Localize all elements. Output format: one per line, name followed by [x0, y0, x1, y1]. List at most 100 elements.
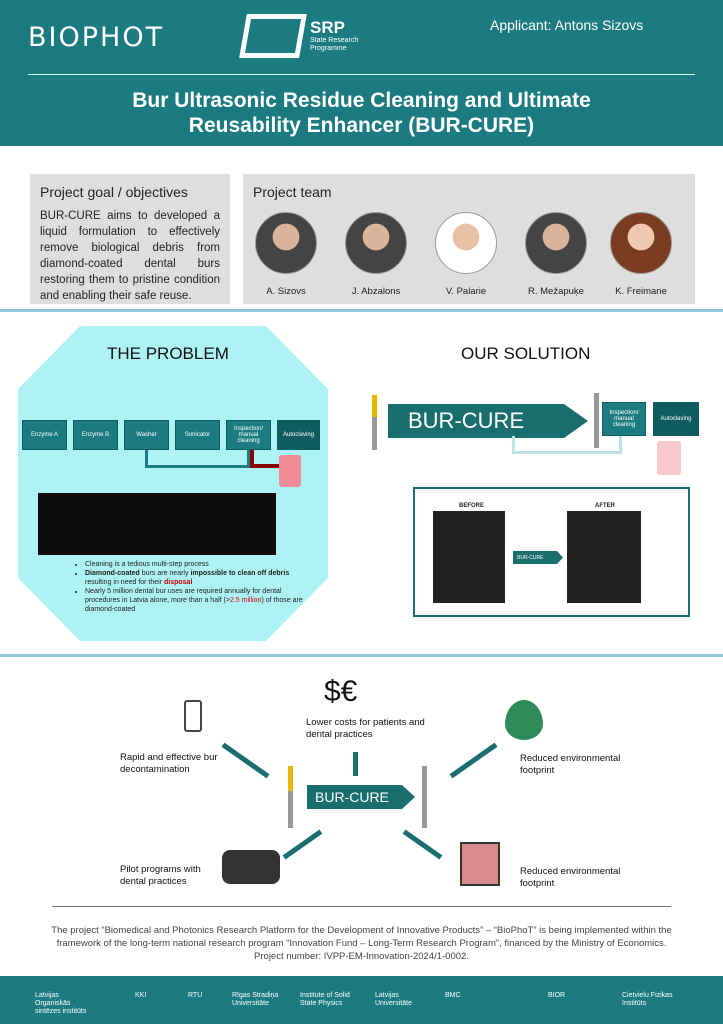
partner-logo: Latvijas Universitāte: [375, 992, 412, 1007]
text: ) of those are diamond-coated: [85, 597, 303, 613]
arrow-up-right: [449, 742, 498, 779]
leaf-icon: [505, 700, 543, 740]
bullet: Nearly 5 million dental bur uses are req…: [85, 587, 315, 614]
member-name: K. Freimane: [615, 286, 667, 297]
member-name: J. Abzalons: [351, 286, 401, 297]
member-name: V. Palarie: [445, 286, 487, 297]
arrow-up-left: [221, 742, 270, 779]
step-enzyme-a: Enzyme A: [22, 420, 67, 450]
arrow-down-right: [402, 829, 443, 860]
partner-logo: Rīgas Stradiņa Universitāte: [232, 992, 279, 1007]
funding-note: The project “Biomedical and Photonics Re…: [40, 924, 683, 963]
title-line-1: Bur Ultrasonic Residue Cleaning and Ulti…: [132, 89, 591, 112]
header: BIOPHOT SRP State Research Programme App…: [0, 0, 723, 146]
avatar: [255, 212, 317, 274]
srp-title: SRP: [310, 18, 345, 37]
applicant: Applicant: Antons Sizovs: [490, 17, 644, 33]
text: resulting in need for their: [85, 579, 164, 586]
handshake-icon: [222, 850, 280, 884]
problem-panel: [18, 326, 328, 641]
step-washer: Washer: [124, 420, 169, 450]
avatar: [610, 212, 672, 274]
before-after-box: BEFORE BUR-CURE AFTER: [413, 487, 690, 617]
partner-logo: Latvijas Organiskās sintēzes institūts: [35, 992, 87, 1015]
page-title: Bur Ultrasonic Residue Cleaning and Ulti…: [40, 88, 683, 138]
text: impossible to clean off debris: [190, 570, 290, 577]
srp-logo-icon: [239, 14, 307, 58]
step-inspection: Inspection/ manual cleaning: [226, 420, 271, 450]
currency-icon: $€: [324, 675, 358, 708]
avatar: [435, 212, 497, 274]
benefit-env-2: Reduced environmental footprint: [520, 866, 621, 889]
biophot-logo: BIOPHOT: [28, 22, 165, 53]
bur-cure-center-arrow: BUR-CURE: [307, 785, 415, 809]
problem-heading: THE PROBLEM: [107, 344, 229, 363]
member-name: A. Sizovs: [266, 286, 306, 297]
funding-text: The project “Biomedical and Photonics Re…: [51, 925, 672, 949]
benefit-pilot: Pilot programs with dental practices: [120, 864, 201, 887]
puzzle-icon: [460, 842, 500, 886]
clean-bur-icon: [184, 700, 202, 732]
text: burs are nearly: [139, 570, 191, 577]
header-divider: [28, 74, 695, 75]
benefit-env-1: Reduced environmental footprint: [520, 753, 621, 776]
team-member: R. Mežapuķe: [516, 212, 596, 297]
solution-heading: OUR SOLUTION: [461, 344, 591, 363]
mini-bur-cure-arrow: BUR-CURE: [513, 551, 563, 564]
step-enzyme-b: Enzyme B: [73, 420, 118, 450]
text: 2.5 million: [229, 597, 262, 604]
benefit-rapid: Rapid and effective bur decontamination: [120, 752, 218, 775]
funding-divider: [52, 906, 671, 907]
step-sonicator: Sonicator: [175, 420, 220, 450]
team-heading: Project team: [253, 184, 332, 200]
solution-step-inspection: Inspection/ manual cleaning: [602, 402, 646, 436]
benefit-costs: Lower costs for patients and dental prac…: [306, 717, 425, 740]
bur-icon: [594, 393, 599, 448]
partner-logo: BIOR: [548, 992, 566, 999]
text: disposal: [164, 579, 193, 586]
before-label: BEFORE: [459, 503, 485, 509]
step-autoclaving: Autoclaving: [277, 420, 320, 450]
faded-trash-icon: [657, 441, 681, 475]
goal-box: Project goal / objectives BUR-CURE aims …: [30, 174, 230, 304]
trash-icon: [279, 455, 301, 487]
team-box: Project team A. Sizovs J. Abzalons V. Pa…: [243, 174, 695, 304]
bullet: Cleaning is a tedious multi-step process: [85, 560, 315, 569]
text: Diamond-coated: [85, 570, 140, 577]
partner-logo: BMC: [445, 992, 461, 999]
title-line-2: Reusability Enhancer (BUR-CURE): [188, 114, 535, 137]
partner-logo: RTU: [188, 992, 203, 999]
arrow-up: [353, 752, 358, 776]
goal-text: BUR-CURE aims to developed a liquid form…: [40, 210, 220, 302]
bur-icon: [288, 766, 293, 828]
loop-arrow: [145, 450, 250, 468]
after-label: AFTER: [595, 503, 615, 509]
faded-loop-arrow: [512, 436, 622, 454]
disposal-arrow: [250, 450, 280, 468]
after-photo: [567, 511, 641, 603]
bur-icon: [372, 395, 377, 450]
srp-subtitle: State Research Programme: [310, 37, 359, 52]
partner-logo: KKI: [135, 992, 147, 999]
team-member: A. Sizovs: [246, 212, 326, 297]
arrow-down-left: [282, 829, 323, 860]
avatar: [525, 212, 587, 274]
bur-cure-arrow: BUR-CURE: [388, 404, 588, 438]
text: Nearly 5 million dental bur uses are req…: [85, 588, 282, 604]
member-name: R. Mežapuķe: [528, 286, 584, 297]
burs-photo: [38, 493, 276, 555]
solution-step-autoclaving: Autoclaving: [653, 402, 699, 436]
before-photo: [433, 511, 505, 603]
team-member: J. Abzalons: [336, 212, 416, 297]
partner-logo: Institute of Solid State Physics: [300, 992, 350, 1007]
team-member: K. Freimane: [601, 212, 681, 297]
project-number: Project number: IVPP-EM-Innovation-2024/…: [254, 951, 469, 962]
bullet: Diamond-coated burs are nearly impossibl…: [85, 569, 315, 587]
partner-footer: Latvijas Organiskās sintēzes institūts K…: [0, 976, 723, 1024]
section-divider: [0, 654, 723, 657]
bur-icon: [422, 766, 427, 828]
problem-bullets: Cleaning is a tedious multi-step process…: [75, 560, 315, 614]
avatar: [345, 212, 407, 274]
team-member: V. Palarie: [426, 212, 506, 297]
section-divider: [0, 309, 723, 312]
